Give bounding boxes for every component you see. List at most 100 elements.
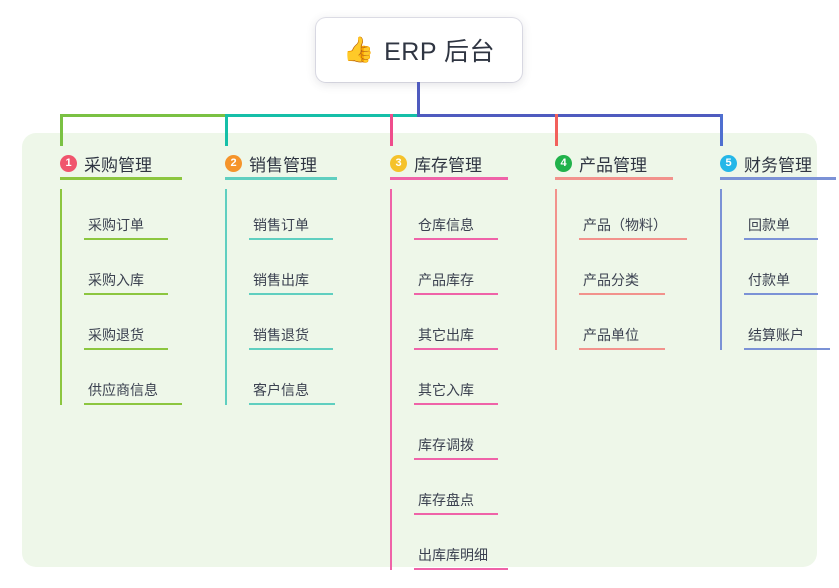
column-rule-5 <box>720 177 836 180</box>
item-label: 供应商信息 <box>88 382 158 398</box>
column-spine-4 <box>555 189 557 350</box>
item-label: 产品库存 <box>418 272 474 288</box>
item-label: 回款单 <box>748 217 790 233</box>
item-label: 产品（物料） <box>583 217 667 233</box>
item-rule <box>579 348 665 350</box>
item-rule <box>414 513 498 515</box>
item-label: 其它入库 <box>418 382 474 398</box>
column-3: 3 库存管理仓库信息产品库存其它出库其它入库库存调拨库存盘点出库库明细 <box>366 146 508 574</box>
item-rule <box>249 238 333 240</box>
root-node[interactable]: 👍 ERP 后台 <box>316 18 522 82</box>
item-rule <box>414 348 498 350</box>
column-stub-3 <box>390 114 393 146</box>
column-title-4: 产品管理 <box>579 155 647 175</box>
item-rule <box>414 238 498 240</box>
column-badge-4: 4 <box>555 154 572 172</box>
list-item[interactable]: 产品单位 <box>555 299 665 354</box>
column-spine-3 <box>390 189 392 570</box>
list-item[interactable]: 采购订单 <box>60 189 168 244</box>
list-item[interactable]: 回款单 <box>720 189 818 244</box>
list-item[interactable]: 出库库明细 <box>390 519 508 574</box>
column-stub-4 <box>555 114 558 146</box>
item-label: 销售出库 <box>253 272 309 288</box>
item-rule <box>744 238 818 240</box>
list-item[interactable]: 销售订单 <box>225 189 333 244</box>
item-rule <box>414 568 508 570</box>
bus-segment-2 <box>225 114 418 117</box>
item-rule <box>579 238 687 240</box>
item-label: 库存盘点 <box>418 492 474 508</box>
column-header-4[interactable]: 4 产品管理 <box>531 146 673 180</box>
column-badge-2: 2 <box>225 154 242 172</box>
column-items-4: 产品（物料） 产品分类产品单位 <box>531 189 687 354</box>
list-item[interactable]: 销售出库 <box>225 244 333 299</box>
list-item[interactable]: 产品库存 <box>390 244 498 299</box>
list-item[interactable]: 付款单 <box>720 244 818 299</box>
list-item[interactable]: 产品（物料） <box>555 189 687 244</box>
item-label: 出库库明细 <box>418 547 488 563</box>
column-badge-3: 3 <box>390 154 407 172</box>
item-rule <box>414 293 498 295</box>
bus-segment-1 <box>60 114 225 117</box>
list-item[interactable]: 客户信息 <box>225 354 335 409</box>
column-title-3: 库存管理 <box>414 155 482 175</box>
list-item[interactable]: 仓库信息 <box>390 189 498 244</box>
item-label: 库存调拨 <box>418 437 474 453</box>
column-title-5: 财务管理 <box>744 155 812 175</box>
column-title-2: 销售管理 <box>249 155 317 175</box>
column-badge-1: 1 <box>60 154 77 172</box>
item-label: 销售退货 <box>253 327 309 343</box>
column-items-5: 回款单付款单结算账户 <box>696 189 830 354</box>
item-label: 产品单位 <box>583 327 639 343</box>
bus-segment-3 <box>417 114 723 117</box>
diagram-panel <box>22 133 817 567</box>
column-header-2[interactable]: 2 销售管理 <box>201 146 337 180</box>
column-items-3: 仓库信息产品库存其它出库其它入库库存调拨库存盘点出库库明细 <box>366 189 508 574</box>
list-item[interactable]: 产品分类 <box>555 244 665 299</box>
list-item[interactable]: 采购退货 <box>60 299 168 354</box>
thumbs-up-icon: 👍 <box>342 35 375 64</box>
column-stub-5 <box>720 114 723 146</box>
item-label: 采购入库 <box>88 272 144 288</box>
column-spine-5 <box>720 189 722 350</box>
item-rule <box>579 293 665 295</box>
column-stub-2 <box>225 114 228 146</box>
item-label: 产品分类 <box>583 272 639 288</box>
column-items-1: 采购订单采购入库采购退货供应商信息 <box>36 189 182 409</box>
item-label: 结算账户 <box>748 327 804 343</box>
item-rule <box>84 403 182 405</box>
item-label: 采购订单 <box>88 217 144 233</box>
list-item[interactable]: 采购入库 <box>60 244 168 299</box>
list-item[interactable]: 其它入库 <box>390 354 498 409</box>
list-item[interactable]: 结算账户 <box>720 299 830 354</box>
list-item[interactable]: 库存调拨 <box>390 409 498 464</box>
list-item[interactable]: 供应商信息 <box>60 354 182 409</box>
list-item[interactable]: 销售退货 <box>225 299 333 354</box>
root-connector <box>417 82 420 114</box>
item-label: 销售订单 <box>253 217 309 233</box>
column-rule-3 <box>390 177 508 180</box>
root-node-label: ERP 后台 <box>384 38 496 66</box>
column-rule-4 <box>555 177 673 180</box>
list-item[interactable]: 其它出库 <box>390 299 498 354</box>
column-items-2: 销售订单销售出库销售退货客户信息 <box>201 189 335 409</box>
column-2: 2 销售管理销售订单销售出库销售退货客户信息 <box>201 146 337 409</box>
column-header-3[interactable]: 3 库存管理 <box>366 146 508 180</box>
column-rule-1 <box>60 177 182 180</box>
list-item[interactable]: 库存盘点 <box>390 464 498 519</box>
item-rule <box>84 293 168 295</box>
item-label: 其它出库 <box>418 327 474 343</box>
column-spine-1 <box>60 189 62 405</box>
column-spine-2 <box>225 189 227 405</box>
item-rule <box>84 348 168 350</box>
column-4: 4 产品管理产品（物料） 产品分类产品单位 <box>531 146 687 354</box>
item-rule <box>414 458 498 460</box>
column-rule-2 <box>225 177 337 180</box>
item-label: 付款单 <box>748 272 790 288</box>
item-rule <box>249 403 335 405</box>
